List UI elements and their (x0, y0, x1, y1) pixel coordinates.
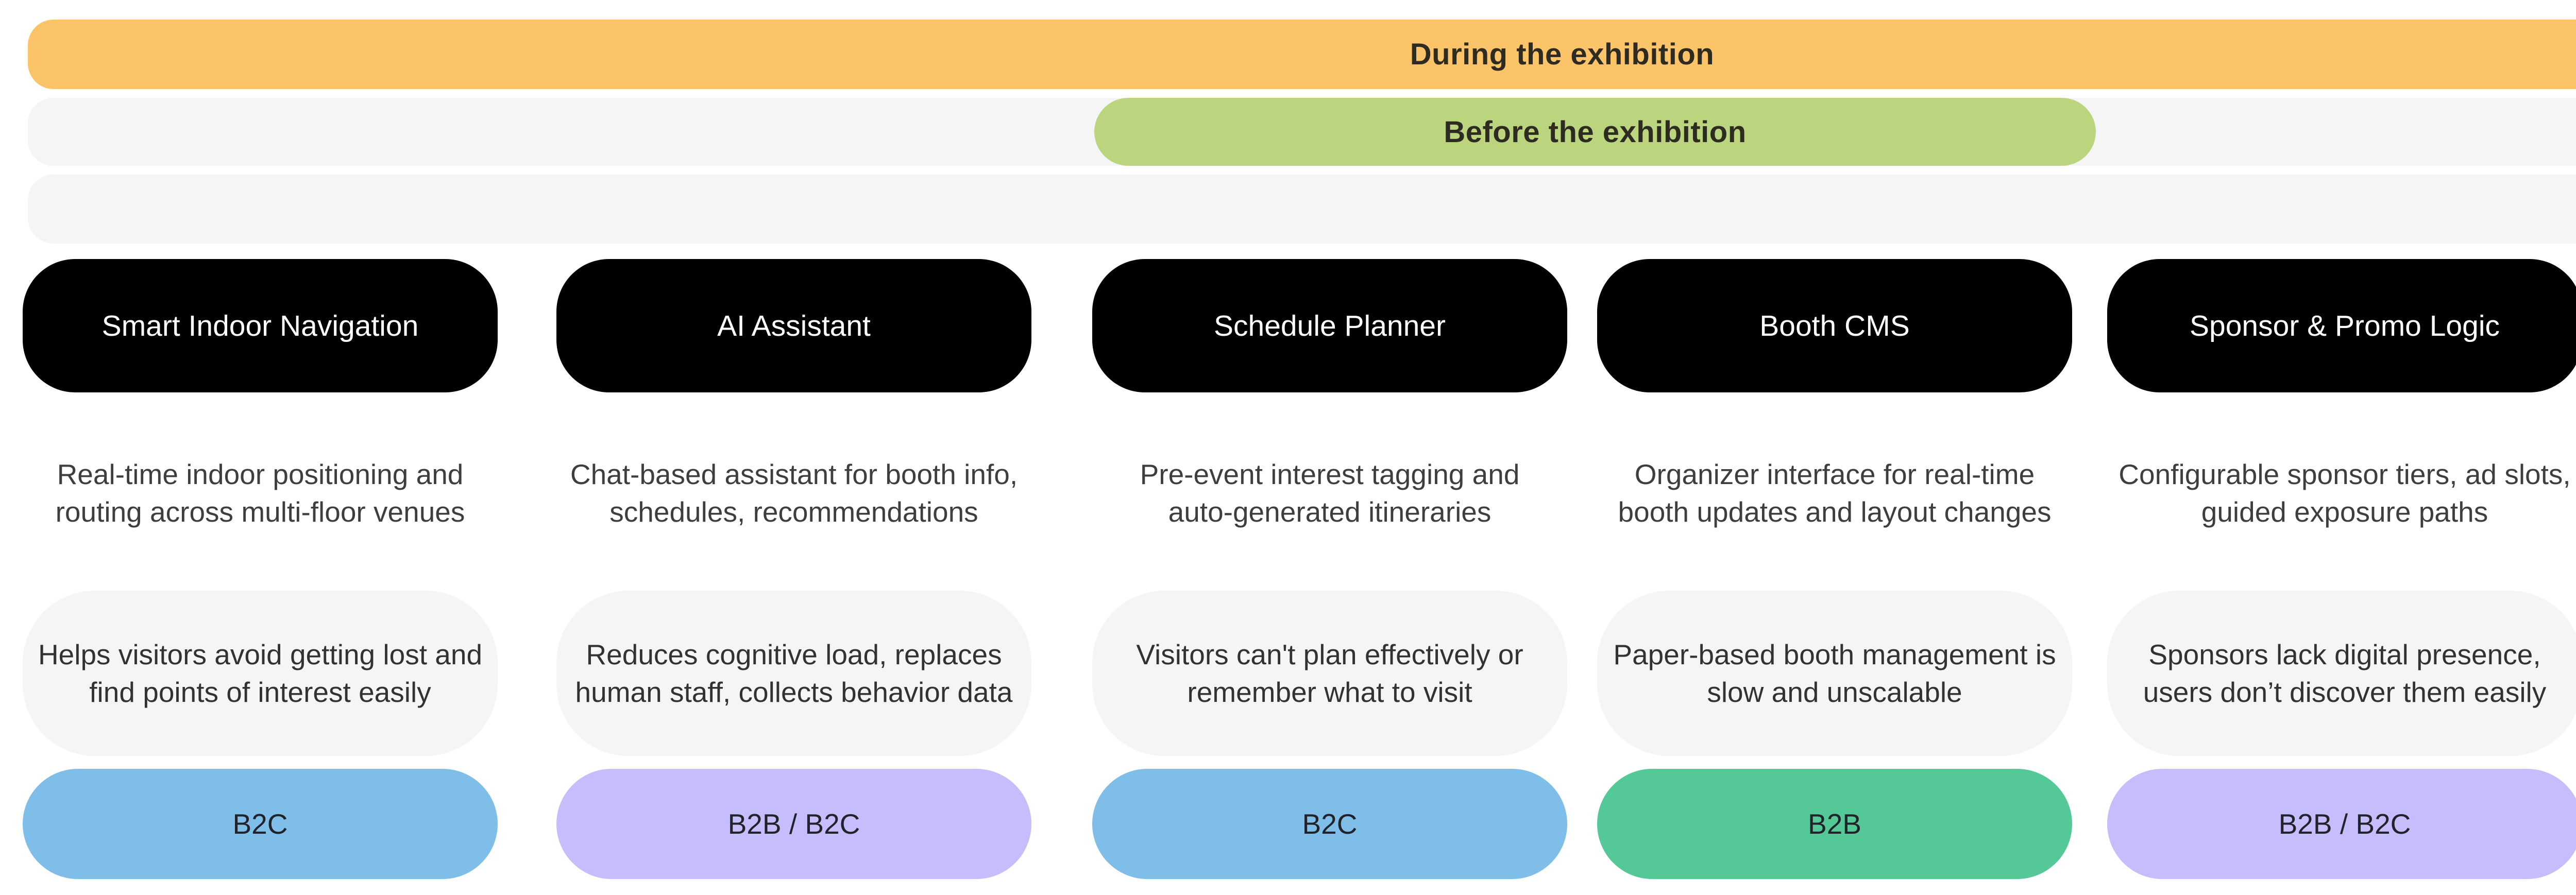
timeline-bar-before: Before the exhibition (1094, 98, 2096, 166)
feature-title: Booth CMS (1759, 309, 1910, 342)
feature-tag-label: B2B / B2C (2278, 808, 2411, 840)
feature-description: Organizer interface for real-time booth … (1618, 458, 2052, 528)
feature-title-pill: Sponsor & Promo Logic (2107, 259, 2576, 392)
feature-problem-text: Visitors can't plan effectively or remem… (1136, 638, 1523, 708)
feature-column-ai-assistant: AI Assistant Chat-based assistant for bo… (556, 0, 1031, 895)
feature-description: Real-time indoor positioning and routing… (55, 458, 465, 528)
feature-problem-card: Paper-based booth management is slow and… (1597, 591, 2072, 756)
feature-title: Sponsor & Promo Logic (2190, 309, 2500, 342)
feature-tag-pill: B2B / B2C (556, 769, 1031, 879)
feature-title: Smart Indoor Navigation (101, 309, 419, 342)
timeline-track-after: After the exhibition (28, 175, 2576, 244)
feature-title: Schedule Planner (1214, 309, 1446, 342)
feature-problem-card: Visitors can't plan effectively or remem… (1092, 591, 1567, 756)
feature-title-pill: Schedule Planner (1092, 259, 1567, 392)
timeline-bar-before-label: Before the exhibition (1444, 115, 1747, 149)
feature-description: Pre-event interest tagging and auto-gene… (1140, 458, 1520, 528)
feature-problem-text: Paper-based booth management is slow and… (1613, 638, 2056, 708)
feature-description: Configurable sponsor tiers, ad slots, gu… (2119, 458, 2571, 528)
timeline-bar-during-label: During the exhibition (1410, 38, 1715, 71)
feature-tag-pill: B2C (23, 769, 498, 879)
feature-tag-label: B2B / B2C (727, 808, 860, 840)
feature-title-pill: AI Assistant (556, 259, 1031, 392)
feature-column-booth-cms: Booth CMS Organizer interface for real-t… (1597, 0, 2072, 895)
feature-problem-text: Reduces cognitive load, replaces human s… (575, 638, 1013, 708)
feature-tag-label: B2C (1302, 808, 1358, 840)
feature-tag-label: B2C (232, 808, 288, 840)
feature-title-pill: Smart Indoor Navigation (23, 259, 498, 392)
feature-tag-label: B2B (1808, 808, 1861, 840)
feature-tag-pill: B2B / B2C (2107, 769, 2576, 879)
feature-problem-text: Helps visitors avoid getting lost and fi… (38, 638, 483, 708)
feature-description: Chat-based assistant for booth info, sch… (570, 458, 1018, 528)
feature-problem-text: Sponsors lack digital presence, users do… (2143, 638, 2547, 708)
feature-column-schedule-planner: Schedule Planner Pre-event interest tagg… (1092, 0, 1567, 895)
feature-problem-card: Helps visitors avoid getting lost and fi… (23, 591, 498, 756)
feature-column-sponsor-promo-logic: Sponsor & Promo Logic Configurable spons… (2107, 0, 2576, 895)
feature-tag-pill: B2C (1092, 769, 1567, 879)
feature-title: AI Assistant (717, 309, 871, 342)
feature-column-smart-indoor-navigation: Smart Indoor Navigation Real-time indoor… (23, 0, 498, 895)
feature-problem-card: Reduces cognitive load, replaces human s… (556, 591, 1031, 756)
timeline-track-before: Before the exhibition (28, 98, 2576, 166)
timeline-bar-during: During the exhibition (28, 20, 2576, 89)
feature-problem-card: Sponsors lack digital presence, users do… (2107, 591, 2576, 756)
feature-title-pill: Booth CMS (1597, 259, 2072, 392)
feature-tag-pill: B2B (1597, 769, 2072, 879)
